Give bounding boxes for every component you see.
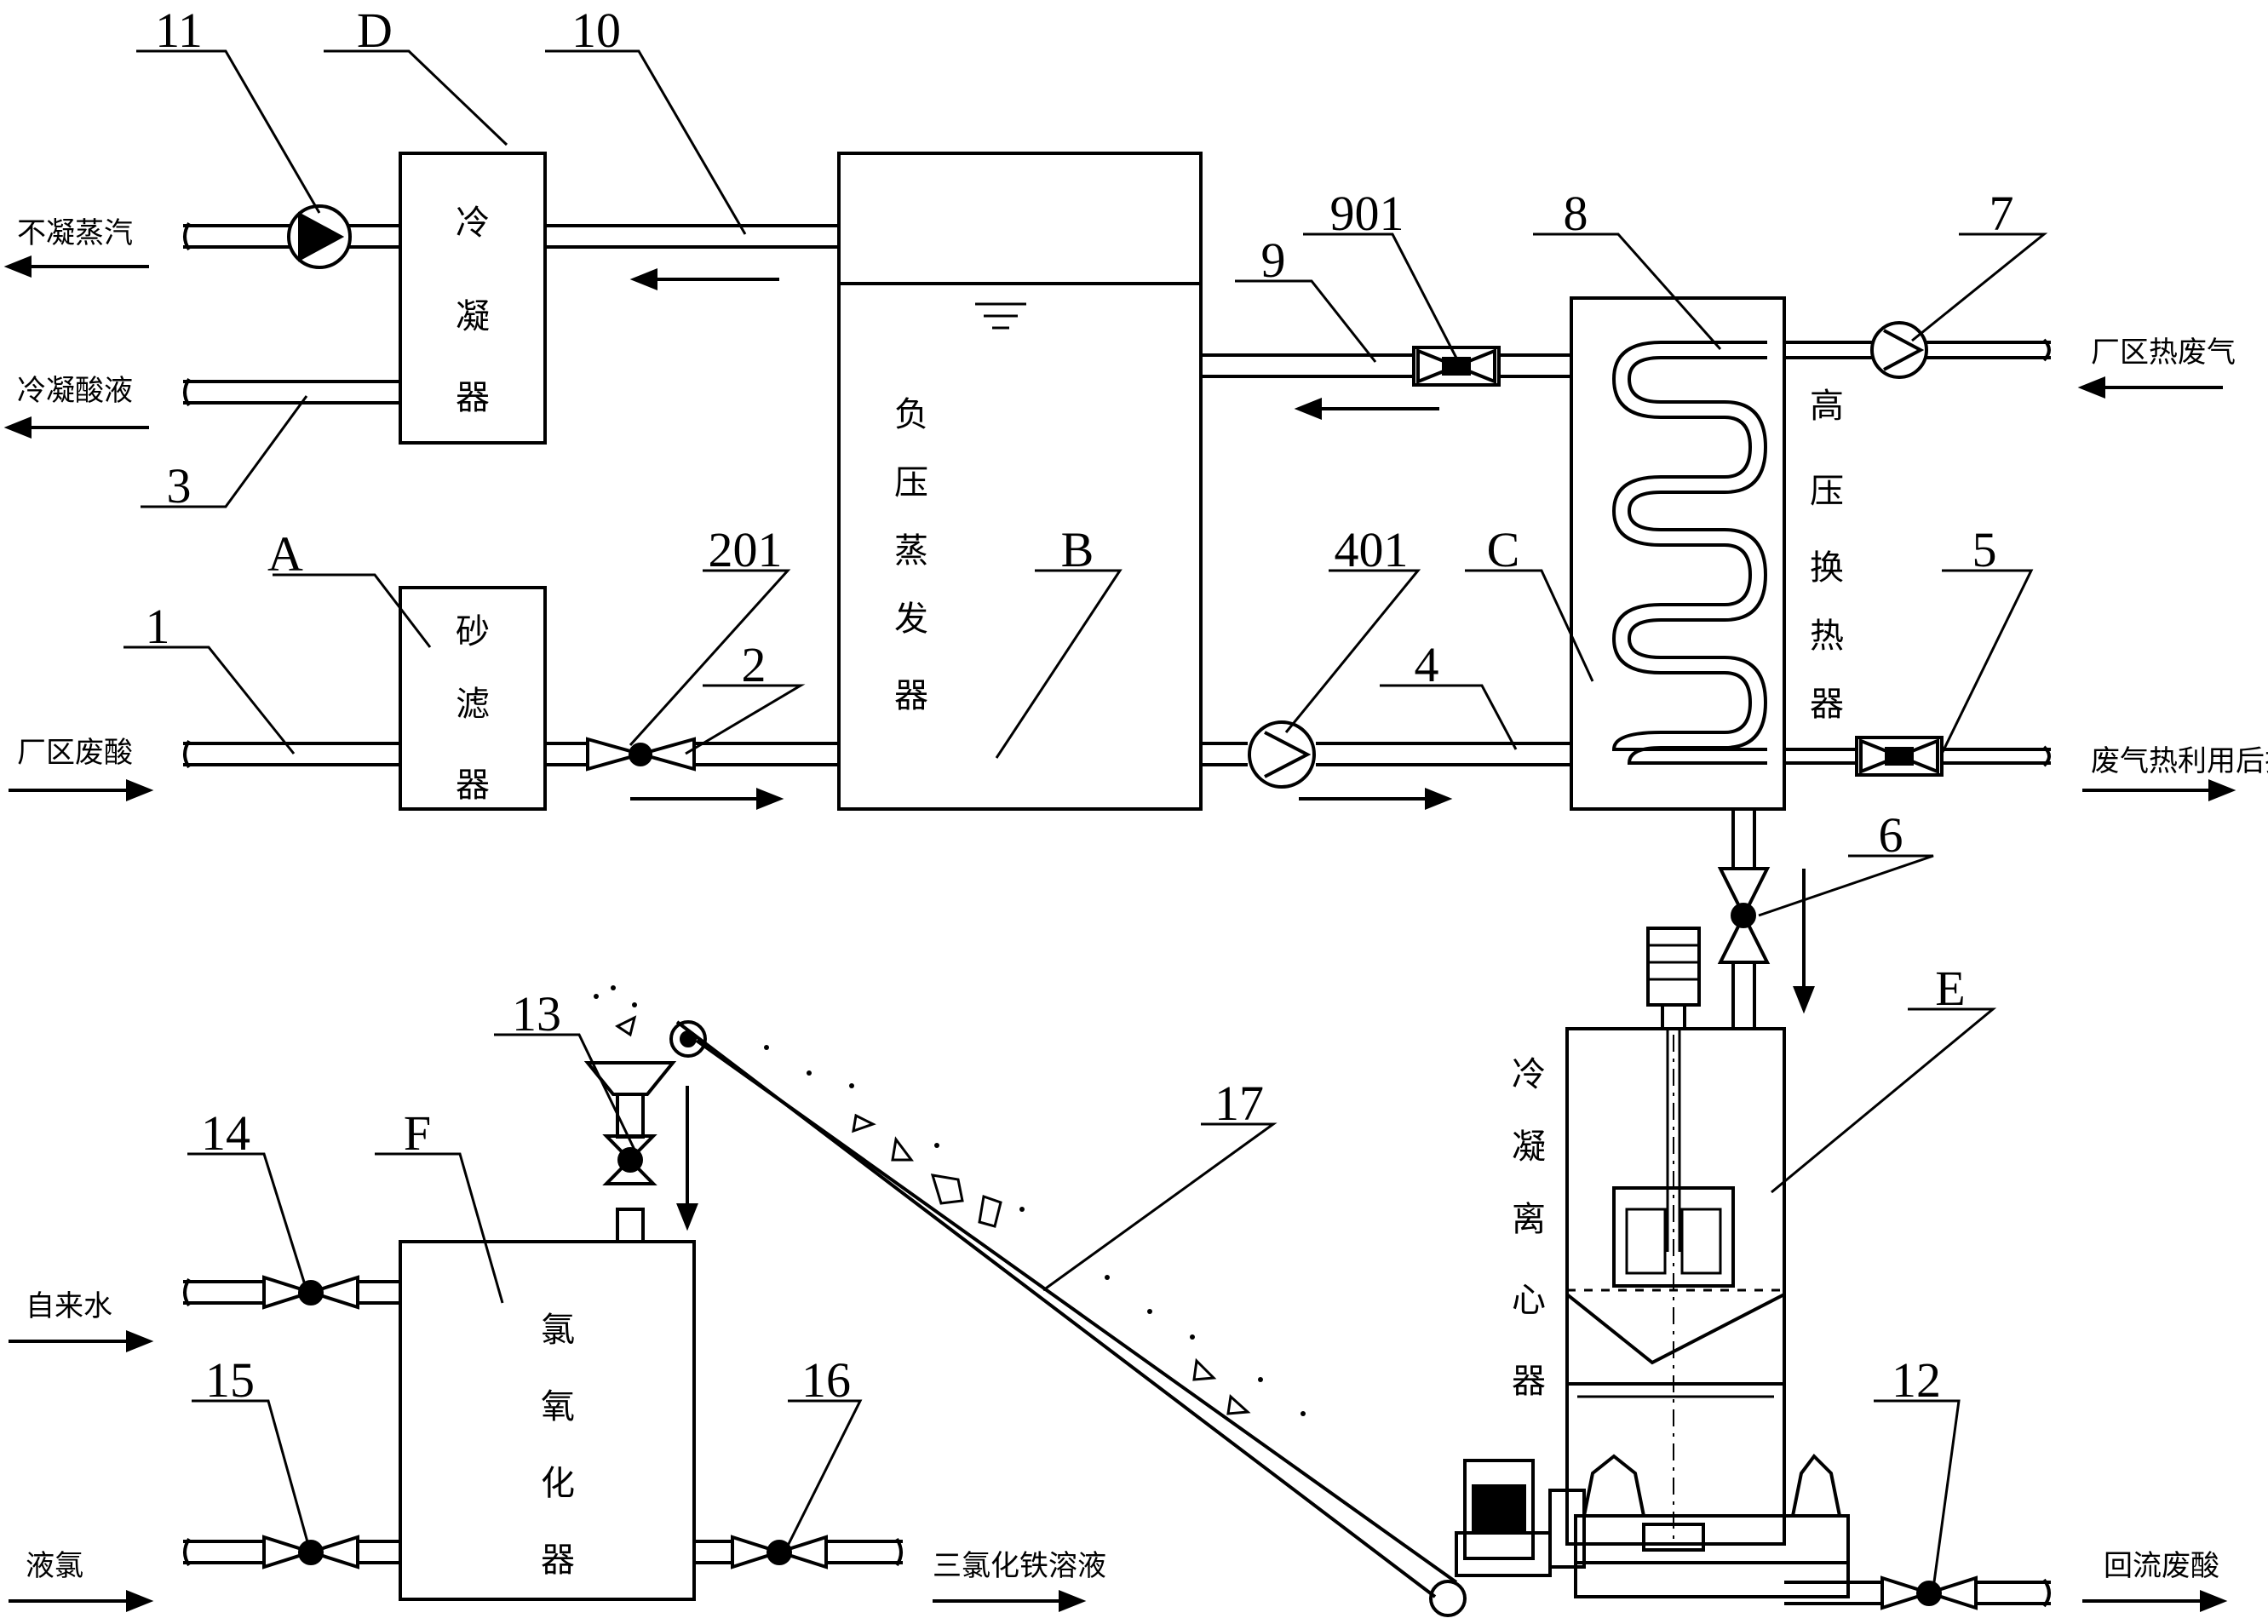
valve-16[interactable]: [731, 1535, 828, 1569]
callout-12: 12: [1892, 1352, 1941, 1408]
callout-5: 5: [1972, 522, 1997, 577]
callout-b: B: [1061, 522, 1094, 577]
condenser-name-1: 冷: [456, 204, 490, 243]
centrifuge-name-3: 离: [1512, 1200, 1546, 1239]
valve-5[interactable]: [1855, 736, 1944, 777]
pump-401[interactable]: [1248, 720, 1316, 789]
callout-e: E: [1935, 961, 1965, 1016]
callout-201: 201: [709, 522, 783, 577]
callout-a: A: [267, 526, 303, 582]
chlorine-oxidizer-f: 氯 氧 化 器: [399, 1240, 696, 1601]
callout-401: 401: [1335, 522, 1409, 577]
callout-901: 901: [1330, 186, 1404, 241]
stream-ferric-chloride: 三氯化铁溶液: [933, 1549, 1106, 1583]
callout-17: 17: [1214, 1076, 1264, 1131]
chlorinator-name-3: 化: [541, 1464, 575, 1503]
valve-901[interactable]: [1412, 346, 1501, 387]
stream-plant-hot-gas: 厂区热废气: [2091, 336, 2236, 370]
callout-14: 14: [201, 1105, 250, 1161]
callout-3: 3: [167, 458, 192, 514]
callout-9: 9: [1261, 232, 1286, 288]
pump-11[interactable]: [287, 204, 352, 269]
exchanger-name-3: 换: [1810, 548, 1844, 588]
stream-return-acid: 回流废酸: [2104, 1549, 2219, 1583]
callout-leaders: [123, 49, 2048, 1589]
condenser-d: 冷 凝 器: [399, 152, 547, 445]
labels: 11 D 10 3 A 1 201 2 B 401 4 C 9 901 8 7 …: [17, 3, 2268, 1583]
vacuum-evaporator-b: 负 压 蒸 发 器: [837, 152, 1203, 811]
evaporator-name-2: 压: [894, 463, 928, 502]
pump-7[interactable]: [1870, 321, 1928, 379]
callout-1: 1: [146, 599, 170, 654]
flow-arrows: [3, 255, 2236, 1612]
callout-13: 13: [512, 986, 561, 1042]
centrifuge-name-4: 心: [1512, 1281, 1546, 1320]
stream-plant-waste-acid: 厂区废酸: [17, 736, 133, 770]
callout-d: D: [357, 3, 393, 58]
evaporator-name-3: 蒸: [894, 531, 928, 571]
valve-201[interactable]: [586, 737, 696, 772]
callout-4: 4: [1415, 637, 1439, 692]
centrifuge-name-2: 凝: [1512, 1128, 1546, 1167]
chlorinator-name-2: 氧: [541, 1387, 575, 1426]
callout-11: 11: [155, 3, 203, 58]
callout-2: 2: [742, 637, 767, 692]
condenser-name-2: 凝: [456, 297, 490, 336]
valve-6[interactable]: [1717, 867, 1771, 964]
callout-c: C: [1487, 522, 1520, 577]
condenser-name-3: 器: [456, 378, 490, 417]
evaporator-name-4: 发: [894, 600, 928, 639]
stream-tap-water: 自来水: [26, 1289, 112, 1323]
callout-f: F: [404, 1105, 431, 1161]
callout-6: 6: [1879, 807, 1903, 863]
sand-filter-name-3: 器: [456, 766, 490, 805]
stream-exhaust: 废气热利用后排放: [2091, 744, 2268, 778]
evaporator-name-5: 器: [894, 676, 928, 715]
chlorinator-name-4: 器: [541, 1541, 575, 1580]
hopper-13[interactable]: [583, 1061, 677, 1243]
callout-10: 10: [571, 3, 621, 58]
high-pressure-heat-exchanger-c: 高 压 换 热 器: [1570, 296, 1844, 811]
centrifuge-name-1: 冷: [1512, 1055, 1546, 1094]
valve-12[interactable]: [1880, 1575, 1978, 1610]
condensing-centrifuge-e: 冷 凝 离 心 器: [1455, 927, 1850, 1598]
stream-condensate-acid: 冷凝酸液: [17, 374, 133, 408]
callout-15: 15: [205, 1352, 255, 1408]
centrifuge-name-5: 器: [1512, 1362, 1546, 1401]
exchanger-name-1: 高: [1810, 387, 1844, 426]
stream-noncondensable: 不凝蒸汽: [17, 216, 133, 250]
exchanger-name-4: 热: [1810, 617, 1844, 656]
sand-filter-a: 砂 滤 器: [399, 586, 547, 811]
sand-filter-name-1: 砂: [456, 612, 490, 651]
pipes: [183, 221, 2051, 1608]
exchanger-name-5: 器: [1810, 685, 1844, 724]
stream-liquid-chlorine: 液氯: [26, 1549, 83, 1583]
valve-14[interactable]: [262, 1275, 359, 1310]
callout-7: 7: [1990, 186, 2014, 241]
exchanger-name-2: 压: [1810, 472, 1844, 511]
evaporator-name-1: 负: [894, 395, 928, 434]
callout-8: 8: [1564, 186, 1588, 241]
callout-16: 16: [801, 1352, 851, 1408]
sand-filter-name-2: 滤: [456, 685, 490, 724]
conveyor-17: [594, 985, 1467, 1617]
chlorinator-name-1: 氯: [541, 1311, 575, 1350]
